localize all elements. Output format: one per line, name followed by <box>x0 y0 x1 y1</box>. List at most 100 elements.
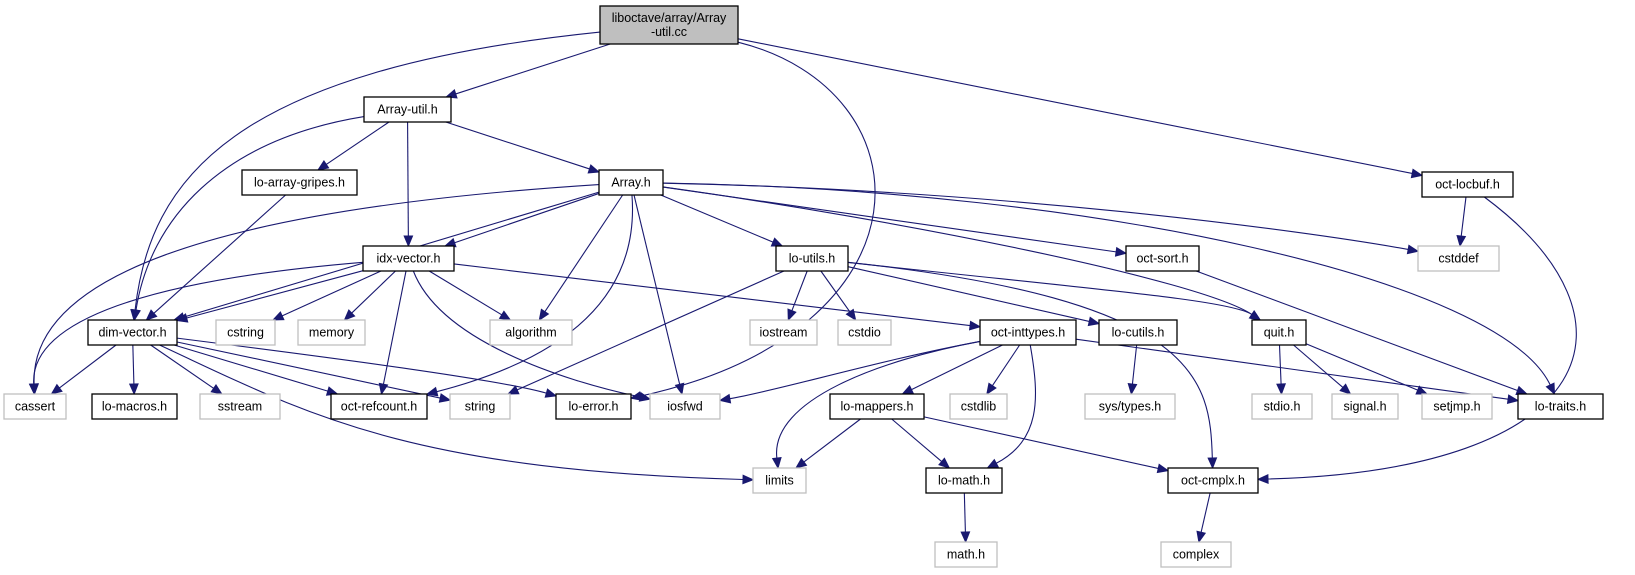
arrowhead-icon <box>210 383 223 395</box>
node-box <box>1084 393 1176 420</box>
arrowhead-icon <box>794 457 808 469</box>
edge-array_h-to-cassert <box>33 183 600 385</box>
node-dim-vector-h[interactable]: dim-vector.h <box>87 319 178 346</box>
arrowhead-icon <box>1410 168 1424 179</box>
edge-idx_vector_h-to-iosfwd <box>412 270 641 398</box>
node-lo-macros-h[interactable]: lo-macros.h <box>91 393 178 420</box>
node-box <box>1331 393 1399 420</box>
arrowhead-icon <box>1207 457 1218 470</box>
node-label: iostream <box>760 326 808 340</box>
node-label: limits <box>765 474 793 488</box>
node-label: cstddef <box>1438 252 1479 266</box>
arrowhead-icon <box>425 386 439 397</box>
edge-array_h-to-lo_utils_h <box>660 194 774 243</box>
node-box <box>449 393 511 420</box>
arrowhead-icon <box>938 457 951 469</box>
node-algorithm: algorithm <box>489 319 573 346</box>
edge-lo_mappers_h-to-lo_math_h <box>891 418 943 462</box>
node-box <box>649 393 721 420</box>
node-label: cstring <box>227 326 264 340</box>
node-oct-refcount-h[interactable]: oct-refcount.h <box>330 393 428 420</box>
edge-dim_vector_h-to-lo_error_h <box>176 337 547 394</box>
node-box <box>1251 393 1313 420</box>
node-box <box>297 319 366 346</box>
edge-dim_vector_h-to-oct_refcount_h <box>173 344 328 392</box>
arrowhead-icon <box>845 308 857 322</box>
node-label: lo-traits.h <box>1535 400 1586 414</box>
edge-quit_h-to-signal_h <box>1293 344 1344 388</box>
node-label: signal.h <box>1343 400 1386 414</box>
node-box <box>1417 245 1500 272</box>
nodes-layer: liboctave/array/Array-util.ccArray-util.… <box>3 5 1604 568</box>
node-lo-mappers-h[interactable]: lo-mappers.h <box>829 393 925 420</box>
node-signal-h: signal.h <box>1331 393 1399 420</box>
node-sstream: sstream <box>199 393 281 420</box>
edge-quit_h-to-stdio_h <box>1278 344 1282 385</box>
arrowhead-icon <box>145 309 158 321</box>
node-root[interactable]: liboctave/array/Array-util.cc <box>599 5 739 45</box>
arrowhead-icon <box>674 382 685 396</box>
node-cstddef: cstddef <box>1417 245 1500 272</box>
node-label: idx-vector.h <box>377 252 441 266</box>
edge-array_util_h-to-idx_vector_h <box>407 121 409 237</box>
node-array-util-h[interactable]: Array-util.h <box>363 96 452 123</box>
edge-idx_vector_h-to-memory <box>351 270 396 314</box>
node-lo-error-h[interactable]: lo-error.h <box>555 393 632 420</box>
node-lo-math-h[interactable]: lo-math.h <box>925 467 1003 494</box>
arrowhead-icon <box>968 320 982 331</box>
node-label: -util.cc <box>651 25 687 39</box>
edge-root-to-oct_locbuf_h <box>737 38 1413 174</box>
node-lo-array-gripes-h[interactable]: lo-array-gripes.h <box>241 169 358 196</box>
node-lo-traits-h[interactable]: lo-traits.h <box>1517 393 1604 420</box>
node-label: math.h <box>947 548 985 562</box>
edge-oct_inttypes_h-to-lo_traits_h <box>1075 338 1509 400</box>
arrowhead-icon <box>718 393 732 404</box>
node-label: lo-math.h <box>938 474 990 488</box>
arrowhead-icon <box>316 160 330 171</box>
edge-array_util_h-to-array_h <box>445 121 590 170</box>
node-stdio-h: stdio.h <box>1251 393 1313 420</box>
node-limits: limits <box>752 467 807 494</box>
node-lo-cutils-h[interactable]: lo-cutils.h <box>1098 319 1178 346</box>
edge-lo_utils_h-to-string <box>516 270 785 391</box>
arrowhead-icon <box>742 474 755 485</box>
node-box <box>925 467 1003 494</box>
node-box <box>1098 319 1178 346</box>
node-oct-locbuf-h[interactable]: oct-locbuf.h <box>1421 171 1514 198</box>
node-oct-inttypes-h[interactable]: oct-inttypes.h <box>979 319 1077 346</box>
edge-lo_mappers_h-to-oct_cmplx_h <box>923 416 1159 469</box>
edge-lo_utils_h-to-quit_h <box>847 261 1253 315</box>
node-oct-cmplx-h[interactable]: oct-cmplx.h <box>1167 467 1259 494</box>
node-label: memory <box>309 326 355 340</box>
arrowhead-icon <box>1114 246 1128 257</box>
node-box <box>555 393 632 420</box>
node-quit-h[interactable]: quit.h <box>1251 319 1307 346</box>
edge-oct_inttypes_h-to-lo_mappers_h <box>911 344 1003 391</box>
edge-idx_vector_h-to-oct_inttypes_h <box>453 263 971 327</box>
node-array-h[interactable]: Array.h <box>598 169 664 196</box>
edge-array_h-to-lo_traits_h <box>662 182 1551 386</box>
node-label: lo-macros.h <box>102 400 167 414</box>
arrowhead-icon <box>587 164 601 174</box>
node-idx-vector-h[interactable]: idx-vector.h <box>362 245 455 272</box>
node-cstdio: cstdio <box>837 319 892 346</box>
node-label: cstdio <box>848 326 881 340</box>
node-label: cassert <box>15 400 56 414</box>
node-box <box>1421 393 1493 420</box>
node-oct-sort-h[interactable]: oct-sort.h <box>1125 245 1200 272</box>
node-cassert: cassert <box>3 393 67 420</box>
node-label: cstdlib <box>961 400 996 414</box>
edge-oct_inttypes_h-to-iosfwd <box>729 340 981 400</box>
node-box <box>829 393 925 420</box>
node-box <box>91 393 178 420</box>
node-label: lo-utils.h <box>789 252 836 266</box>
node-label: dim-vector.h <box>98 326 166 340</box>
edge-dim_vector_h-to-lo_macros_h <box>132 344 135 385</box>
edge-oct_inttypes_h-to-lo_math_h <box>996 344 1037 464</box>
arrowhead-icon <box>128 383 139 396</box>
arrowhead-icon <box>538 308 550 322</box>
node-lo-utils-h[interactable]: lo-utils.h <box>775 245 849 272</box>
node-label: stdio.h <box>1264 400 1301 414</box>
node-label: oct-locbuf.h <box>1435 178 1500 192</box>
edge-lo_mappers_h-to-limits <box>803 418 861 463</box>
